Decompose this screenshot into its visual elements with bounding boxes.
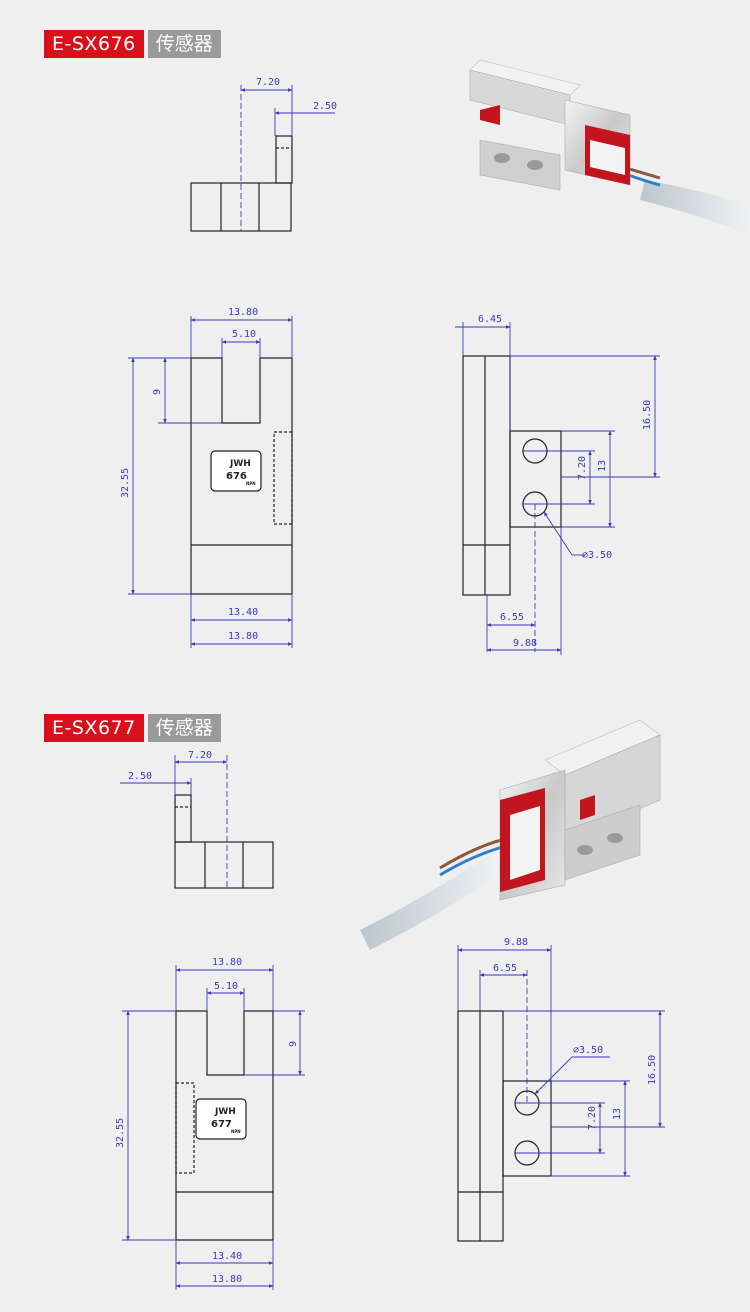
top-view-676 [190,135,293,232]
model-name: E-SX676 [44,30,144,58]
side-view-676 [462,355,562,596]
plate-mark: NPN [246,481,256,486]
dim-gap: 7.20 [256,77,280,88]
product-photo-677 [360,719,661,950]
plate-code: 677 [211,1119,232,1130]
dim-height-upper: 16.50 [642,400,653,430]
dim-width-top: 13.80 [212,957,242,968]
model-name: E-SX677 [44,714,144,742]
section-tag-677: E-SX677 传感器 [44,714,221,742]
dim-mount-height: 13 [597,460,608,472]
dim-hole-pitch: 7.20 [587,1106,598,1130]
plate-code: 676 [226,471,247,482]
dim-offset1: 6.55 [500,612,524,623]
dim-width-bottom-inner: 13.40 [212,1251,242,1262]
dim-mount-height: 13 [612,1108,623,1120]
dim-depth2: 6.55 [493,963,517,974]
dim-hole-dia: ⌀3.50 [582,550,612,561]
dim-width-bottom: 13.80 [228,631,258,642]
dim-arm: 2.50 [128,771,152,782]
dim-arm: 2.50 [313,101,337,112]
top-view-677 [174,794,274,889]
dim-height: 32.55 [115,1118,126,1148]
dim-slot-depth: 9 [288,1041,299,1047]
dim-width-bottom: 13.80 [212,1274,242,1285]
plate-brand: JWH [229,459,251,469]
product-kind: 传感器 [147,714,221,742]
dim-slot: 5.10 [214,981,238,992]
dim-width-bottom-inner: 13.40 [228,607,258,618]
dim-slot-depth: 9 [152,389,163,395]
dim-depth: 6.45 [478,314,502,325]
dim-hole-pitch: 7.20 [577,456,588,480]
side-view-677 [457,1010,552,1242]
plate-mark: NPN [231,1129,241,1134]
dim-depth: 9.88 [504,937,528,948]
product-kind: 传感器 [147,30,221,58]
dim-width-top: 13.80 [228,307,258,318]
dim-height: 32.55 [120,468,131,498]
dim-hole-dia: ⌀3.50 [573,1045,603,1056]
product-photo-676 [469,59,750,235]
dim-height-upper: 16.50 [647,1055,658,1085]
dim-slot: 5.10 [232,329,256,340]
section-tag-676: E-SX676 传感器 [44,30,221,58]
dim-offset2: 9.88 [513,638,537,649]
dim-gap: 7.20 [188,750,212,761]
plate-brand: JWH [214,1107,236,1117]
